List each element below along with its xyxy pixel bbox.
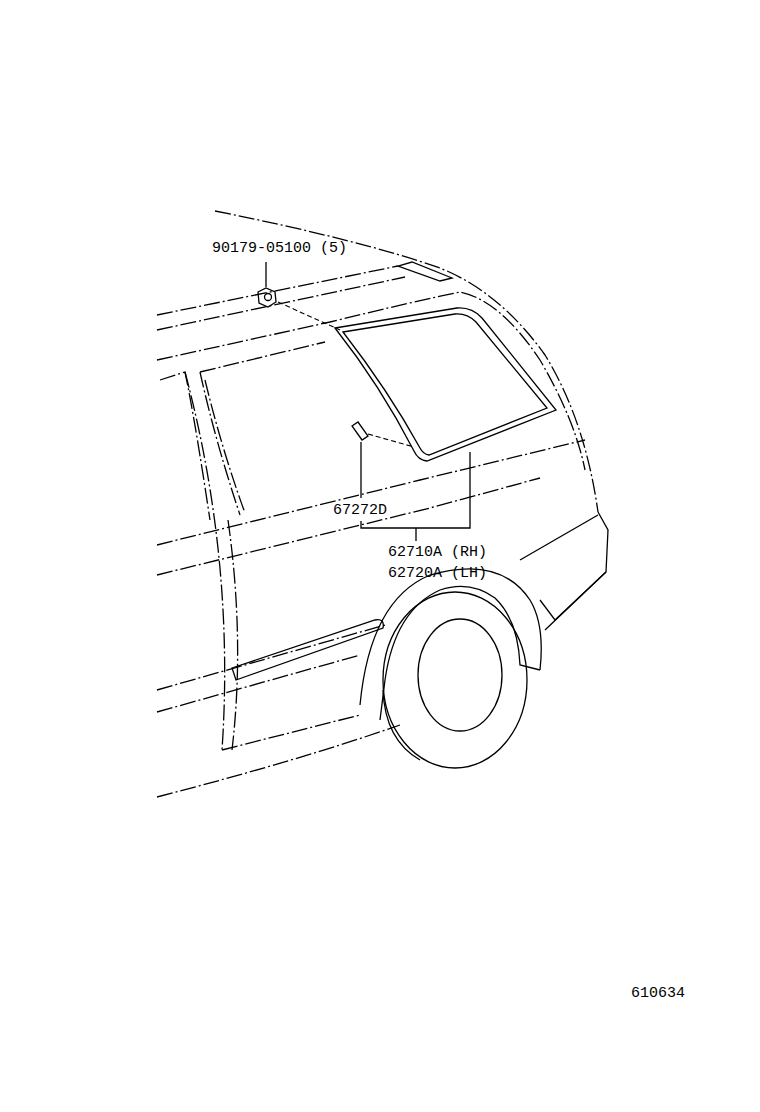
quarter-window-glass — [343, 314, 547, 455]
glass-clip — [352, 422, 368, 440]
roof-rail — [157, 266, 398, 315]
body-line — [157, 655, 360, 712]
figure-number: 610634 — [630, 985, 686, 1002]
part-number: 62720A (LH) — [387, 565, 488, 582]
rear-bumper — [520, 515, 606, 630]
wheel-arch — [360, 569, 541, 705]
leader-bracket — [361, 452, 470, 541]
tire — [383, 592, 527, 768]
body-line — [157, 440, 585, 545]
part-number: 62710A (RH) — [387, 544, 488, 561]
body-line — [222, 715, 360, 750]
nut-clip — [258, 288, 276, 307]
leader-line — [278, 302, 340, 330]
wheel-arch — [380, 586, 540, 720]
body-outline — [157, 292, 585, 470]
side-molding — [232, 620, 383, 680]
tire — [383, 690, 420, 760]
window-frame — [200, 342, 325, 515]
roof-rail-end — [398, 262, 452, 281]
wheel-hub — [418, 619, 502, 731]
door-edge — [185, 372, 238, 750]
quarter-window-glass — [335, 308, 556, 461]
body-line — [157, 478, 540, 575]
leader-line — [360, 442, 361, 498]
leader-line — [265, 262, 266, 287]
leader-line — [368, 434, 414, 447]
part-number: 90179-05100 (5) — [211, 240, 348, 257]
part-number: 67272D — [332, 502, 388, 519]
